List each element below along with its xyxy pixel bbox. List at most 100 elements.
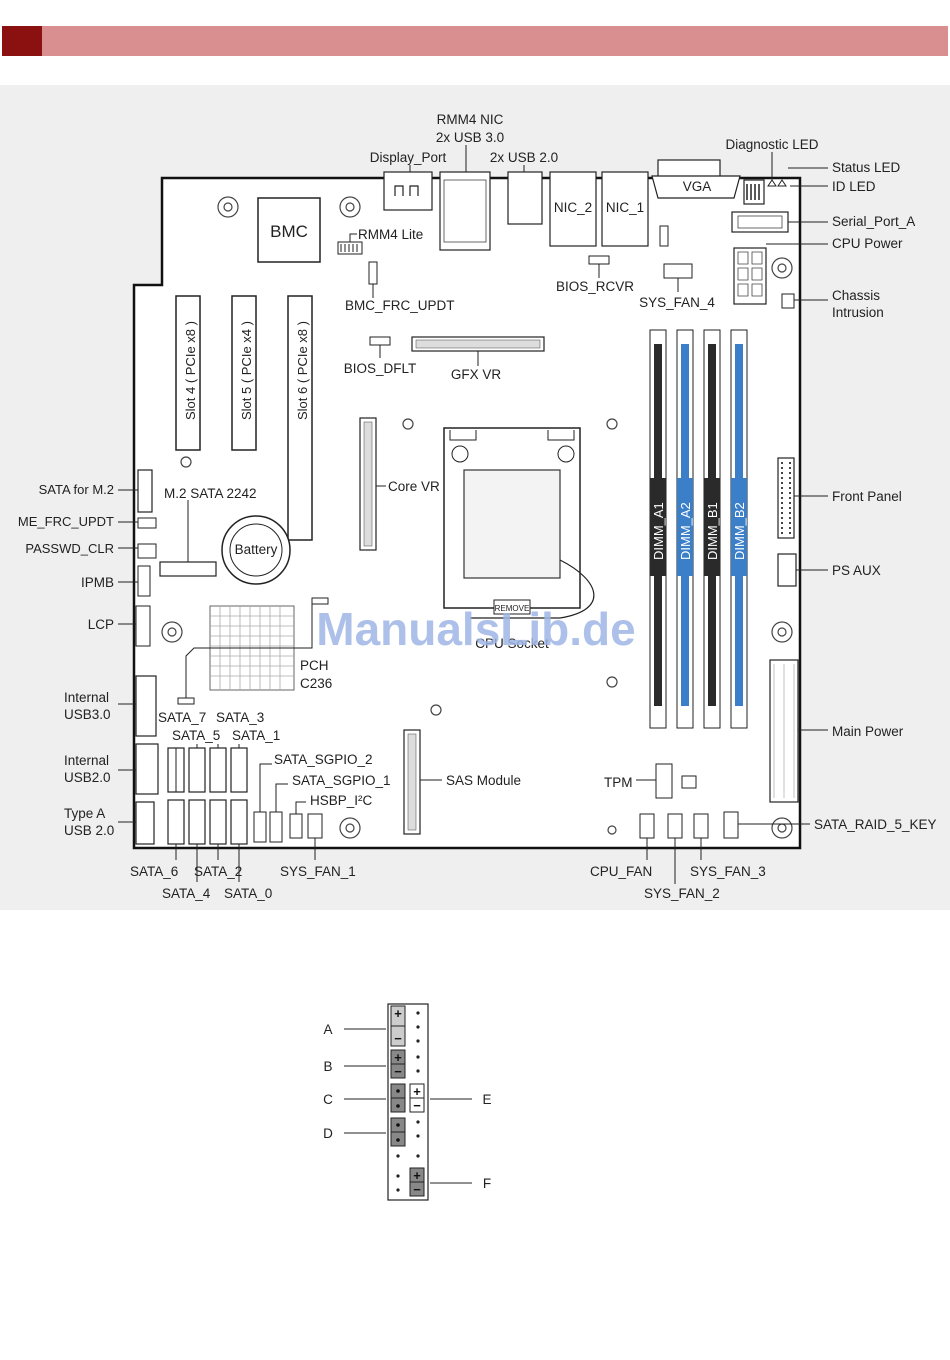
bios-rcvr-label: BIOS_RCVR [556,279,634,294]
pin-f-plus: + [413,1168,421,1183]
sata1-label: SATA_1 [232,728,280,743]
sys-fan-2-label: SYS_FAN_2 [644,886,720,901]
lcp-label: LCP [88,617,114,632]
vga-label: VGA [683,179,712,194]
chassis-label: Chassis [832,288,880,303]
remove-label: REMOVE [495,604,530,613]
pin-e-plus: + [413,1084,421,1099]
header-bar [2,26,948,56]
sata-sgpio-2-header [253,811,267,843]
ipmb-label: IPMB [81,575,114,590]
serial-port-a-label: Serial_Port_A [832,214,915,229]
diagnostic-led-label: Diagnostic LED [725,137,818,152]
sata-sgpio-1-header [269,811,283,843]
leader-lines [118,145,828,884]
type-a-usb20-label: USB 2.0 [64,823,114,838]
battery-label: Battery [235,542,278,557]
jumper-pinout-diagram: + − + − + − + − A [323,1003,492,1201]
bmc-chip [257,197,321,263]
dimm-a1-slot [650,478,666,576]
sata2-label: SATA_2 [194,864,242,879]
me-frc-updt-jumper [137,517,157,529]
rmm4-nic-usb30-connector [439,171,491,251]
ps-aux-header [777,553,797,587]
bios-dflt-jumper [369,336,391,346]
rmm4-lite-label: RMM4 Lite [358,227,423,242]
pinout-leader-lines [344,1028,472,1184]
display-port-connector [383,171,433,211]
pch-jumper-2 [311,597,329,605]
internal-usb20-header [135,743,159,795]
usb20-connector [507,171,543,225]
pin-a-plus: + [394,1006,402,1021]
nic1-connector [601,171,649,247]
hsbp-i2c-label: HSBP_I²C [310,793,373,808]
core-vr-label: Core VR [388,479,440,494]
sata-sgpio1-label: SATA_SGPIO_1 [292,773,391,788]
front-panel-label: Front Panel [832,489,902,504]
lcp-header [135,605,151,647]
pch-label: PCH [300,658,329,673]
internal-usb30-label-2: USB3.0 [64,707,111,722]
hsbp-i2c-header [289,813,303,839]
pinout-label-b: B [323,1059,332,1074]
internal-usb20-label-2: USB2.0 [64,770,111,785]
pinout-label-f: F [483,1176,491,1191]
tpm-header [655,763,673,799]
sys-fan-2-header [667,813,683,839]
pinout-label-e: E [482,1092,491,1107]
diagnostic-led-array [743,179,787,205]
dimm-b2-slot [731,478,747,576]
ps-aux-label: PS AUX [832,563,881,578]
sata3-label: SATA_3 [216,710,264,725]
mounting-holes [161,196,793,839]
sata-m2-connector [137,469,153,513]
pin-b-minus: − [394,1064,402,1079]
slot-5-label: Slot 5 ( PCIe x4 ) [239,321,254,420]
internal-usb20-label: Internal [64,753,109,768]
sata-sgpio2-label: SATA_SGPIO_2 [274,752,373,767]
slot-4-label: Slot 4 ( PCIe x8 ) [183,321,198,420]
rmm4-lite-header [337,241,363,255]
pin-b-plus: + [394,1050,402,1065]
sata5-label: SATA_5 [172,728,220,743]
status-led-label: Status LED [832,160,901,175]
rmm4-nic-label: RMM4 NIC [437,112,504,127]
sata7-label: SATA_7 [158,710,206,725]
m2-sata-label: M.2 SATA 2242 [164,486,257,501]
pcie-slot-5 [231,295,257,451]
sys-fan-3-label: SYS_FAN_3 [690,864,766,879]
dimm-b1-slot [704,478,720,576]
chassis-intrusion-header [781,293,795,309]
sata-raid5-key-label: SATA_RAID_5_KEY [814,817,937,832]
sys-fan-1-label: SYS_FAN_1 [280,864,356,879]
sata0-label: SATA_0 [224,886,272,901]
pinout-label-a: A [323,1022,332,1037]
tpm-label: TPM [604,775,633,790]
internal-usb30-header [135,675,157,737]
sys-fan-4-header [663,263,693,279]
pinout-label-d: D [323,1126,333,1141]
pch-jumper-1 [177,697,195,705]
cpu-fan-header [639,813,655,839]
m2-sata-slot [159,561,217,577]
dimm-a2-slot [677,478,693,576]
front-panel-header [777,457,795,539]
serial-port-a-header [731,211,789,233]
pin-e-minus: − [413,1098,421,1113]
cpu-fan-label: CPU_FAN [590,864,652,879]
dimm-a1-label: DIMM_A1 [651,502,666,560]
sys-fan-1-header [307,813,323,839]
sata-raid-5-key-header [723,811,739,839]
bmc-frc-updt-jumper [368,261,378,285]
dimm-b1-label: DIMM_B1 [705,502,720,560]
pcie-slot-4 [175,295,201,451]
type-a-usb20-connector [135,801,155,845]
intrusion-label: Intrusion [832,305,884,320]
id-led-label: ID LED [832,179,876,194]
watermark: ManualsLib.de [316,603,635,655]
usb30-2x-label: 2x USB 3.0 [436,130,504,145]
bios-dflt-label: BIOS_DFLT [344,361,417,376]
sata4-label: SATA_4 [162,886,211,901]
